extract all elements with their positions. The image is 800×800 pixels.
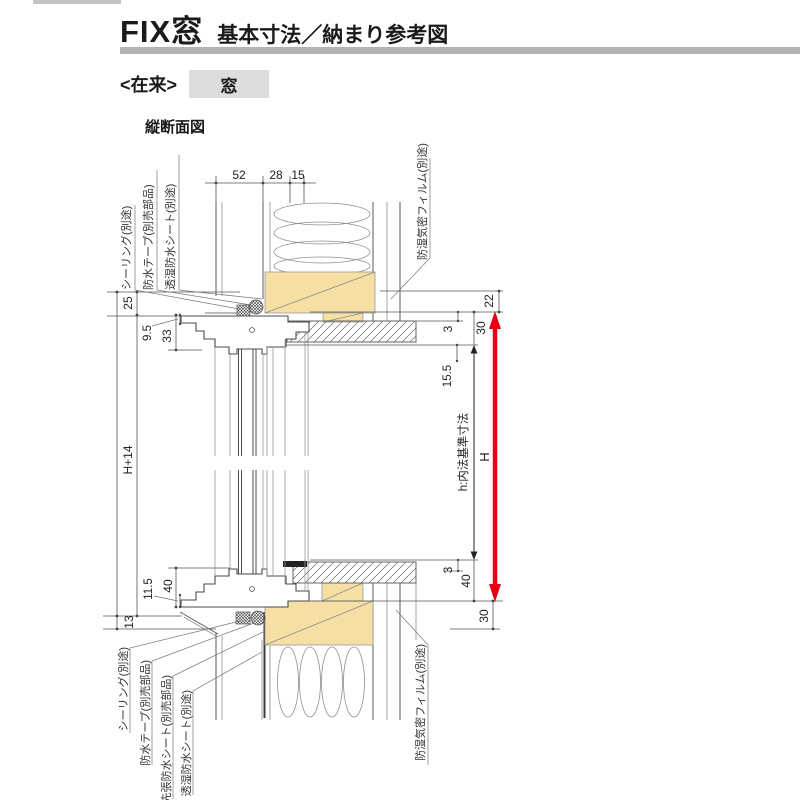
insulation-bottom — [277, 646, 365, 718]
annotations-bottom-left: シーリング(別途) 防水テープ(別売部品) 先張防水シート(別売部品) 透湿防水… — [116, 620, 264, 800]
annotations-top-right: 防湿気密フィルム(別途) — [390, 143, 431, 300]
sealant-bottom — [235, 610, 266, 626]
section-view-label: 縦断面図 — [145, 119, 206, 136]
title-main: FIX窓 — [120, 14, 204, 49]
glazing — [238, 349, 257, 574]
dim-15: 15 — [291, 168, 305, 182]
dim-11-5: 11.5 — [143, 578, 155, 600]
title-sub: 基本寸法／納まり参考図 — [217, 24, 449, 47]
dim-H-label: H — [477, 452, 492, 461]
label-sill-flashing-sheet: 先張防水シート(別売部品) — [159, 675, 173, 800]
annotations-top-left: シーリング(別途) 防水テープ(別売部品) 透湿防水シート(別途) — [119, 155, 263, 310]
insulation-top — [273, 202, 371, 276]
dim-52: 52 — [232, 168, 246, 182]
wall-top — [215, 202, 417, 343]
dim-30-bottom: 30 — [477, 609, 491, 623]
dim-30-top: 30 — [474, 321, 488, 335]
label-sealing-top: シーリング(別途) — [119, 206, 133, 290]
sealant-top — [236, 299, 264, 317]
dim-40-right: 40 — [459, 574, 473, 588]
label-vapor-film-bottom: 防湿気密フィルム(別途) — [413, 644, 427, 761]
frame-sight-lines — [214, 332, 309, 591]
label-housewrap-bottom: 透湿防水シート(別途) — [179, 690, 193, 796]
title-underline-bar — [120, 47, 800, 54]
dim-15-5: 15.5 — [442, 365, 454, 387]
dim-40-left: 40 — [161, 579, 175, 593]
dim-h-arrow — [470, 345, 478, 560]
dim-28: 28 — [269, 168, 283, 182]
dim-left: 25 9.5 33 H+14 11.5 40 13 — [103, 290, 240, 631]
wood-blocking-bottom — [264, 582, 374, 646]
glazing-gasket — [283, 561, 307, 567]
dim-9-5: 9.5 — [142, 325, 154, 341]
construction-method-label: <在来> — [120, 75, 178, 95]
frame-sill — [180, 568, 310, 608]
dim-25: 25 — [121, 296, 135, 310]
method-row: <在来> 窓 — [120, 70, 270, 98]
dim-h-label: h:内法基準寸法 — [456, 413, 470, 492]
dim-22: 22 — [482, 294, 496, 308]
label-tape-bottom: 防水テープ(別売部品) — [138, 660, 152, 766]
dim-13: 13 — [122, 615, 136, 629]
frame-head — [180, 312, 310, 355]
wall-bottom — [179, 561, 417, 720]
wood-blocking-top — [264, 271, 376, 323]
label-vapor-film-top: 防湿気密フィルム(別途) — [415, 143, 429, 260]
dim-33: 33 — [160, 329, 174, 343]
backer-rod-bottom-icon — [250, 610, 266, 626]
backer-rod-top-icon — [248, 299, 264, 315]
page-title: FIX窓 基本寸法／納まり参考図 — [120, 6, 448, 51]
annotations-bottom-right: 防湿気密フィルム(別途) — [395, 609, 429, 765]
dim-3-bottom: 3 — [441, 566, 455, 573]
height-H-arrow — [489, 311, 501, 602]
label-tape-top: 防水テープ(別売部品) — [141, 184, 155, 290]
interior-board-bottom — [292, 561, 417, 584]
label-sealing-bottom: シーリング(別途) — [116, 647, 130, 731]
page-edge-bar — [33, 0, 121, 4]
window-type-badge: 窓 — [189, 70, 270, 98]
dim-right: 22 30 3 15.5 h:内法基準寸法 H 3 40 30 — [285, 289, 503, 631]
dim-3-top: 3 — [441, 325, 455, 332]
dim-h-plus-14: H+14 — [121, 445, 135, 474]
dim-top: 52 28 15 — [205, 168, 316, 203]
label-housewrap-top: 透湿防水シート(別途) — [163, 184, 177, 290]
